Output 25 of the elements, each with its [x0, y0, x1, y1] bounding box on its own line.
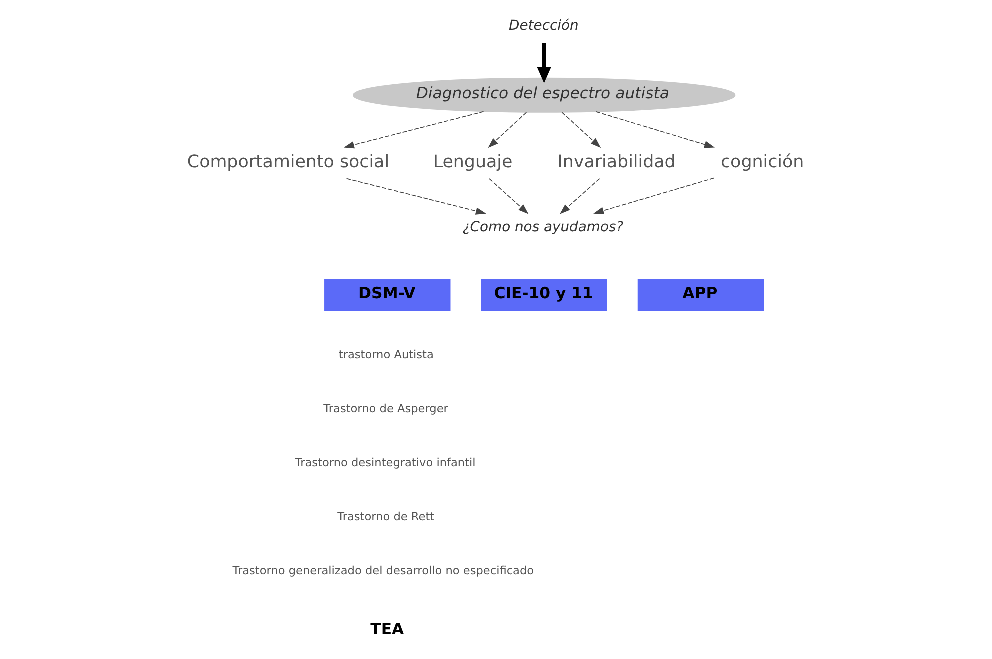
node-box: CIE-10 y 11 — [481, 279, 608, 312]
arrow — [537, 44, 552, 84]
label: Trastorno de Rett — [338, 510, 435, 524]
node-text: ¿Como nos ayudamos? — [462, 220, 624, 236]
arrow — [346, 178, 486, 215]
label: TEA — [370, 619, 404, 638]
arrow — [560, 178, 600, 214]
node-text: cognición — [720, 152, 804, 172]
node-ellipse: Diagnostico del espectro autista — [352, 78, 736, 113]
node-text: Lenguaje — [433, 152, 513, 172]
node-text: Invariabilidad — [558, 152, 676, 172]
label: Trastorno de Asperger — [324, 402, 448, 416]
label: Trastorno desintegrativo infantil — [295, 456, 476, 470]
arrow — [344, 111, 484, 149]
label: trastorno Autista — [338, 348, 434, 362]
label: Trastorno generalizado del desarrollo no especificado — [232, 564, 534, 578]
arrow — [562, 112, 602, 148]
arrow — [596, 112, 715, 148]
node-text: Detección — [509, 18, 579, 34]
arrow — [488, 112, 528, 148]
node-text: Comportamiento social — [187, 152, 390, 172]
arrow — [489, 178, 529, 214]
arrow — [594, 178, 714, 214]
node-box: DSM-V — [324, 279, 451, 312]
node-box: APP — [638, 279, 764, 312]
